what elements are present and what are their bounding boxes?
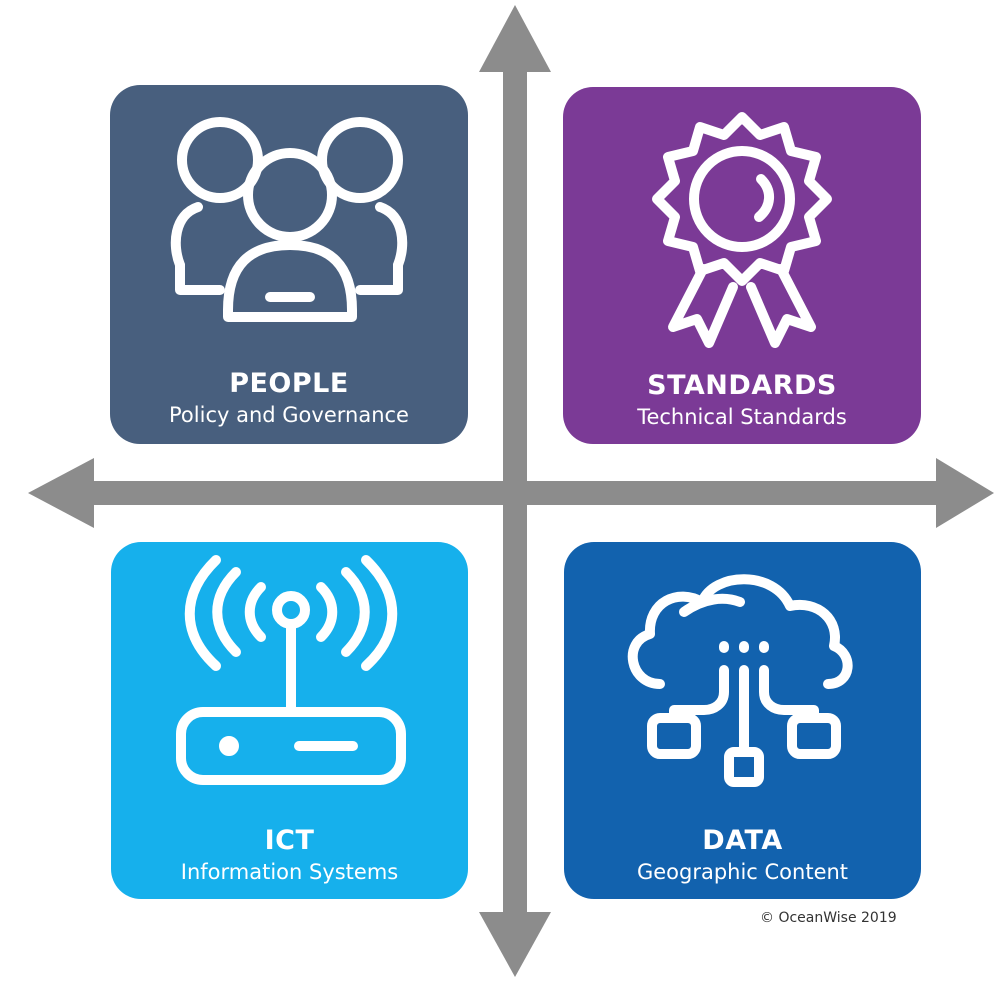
wireless-router-icon [176, 555, 406, 785]
ict-title: ICT [264, 825, 315, 856]
ict-subtitle: Information Systems [180, 860, 399, 884]
cloud-network-icon [627, 574, 853, 787]
people-subtitle: Policy and Governance [169, 403, 409, 427]
axis-arrow-left [28, 458, 94, 528]
standards-subtitle: Technical Standards [637, 405, 847, 429]
axis-arrow-up [479, 5, 551, 72]
people-group-icon [170, 117, 408, 322]
award-rosette-icon [652, 112, 832, 348]
people-quadrant: PEOPLE Policy and Governance [110, 85, 468, 444]
data-subtitle: Geographic Content [636, 860, 849, 884]
standards-title: STANDARDS [647, 370, 837, 401]
data-quadrant: DATA Geographic Content [564, 542, 921, 899]
horizontal-axis [90, 481, 940, 505]
copyright-notice: © OceanWise 2019 [760, 910, 897, 926]
standards-quadrant: STANDARDS Technical Standards [563, 87, 921, 444]
axis-arrow-right [936, 458, 994, 528]
people-title: PEOPLE [229, 368, 349, 399]
data-title: DATA [702, 825, 783, 856]
axis-arrow-down [479, 912, 551, 977]
ict-quadrant: ICT Information Systems [111, 542, 468, 899]
